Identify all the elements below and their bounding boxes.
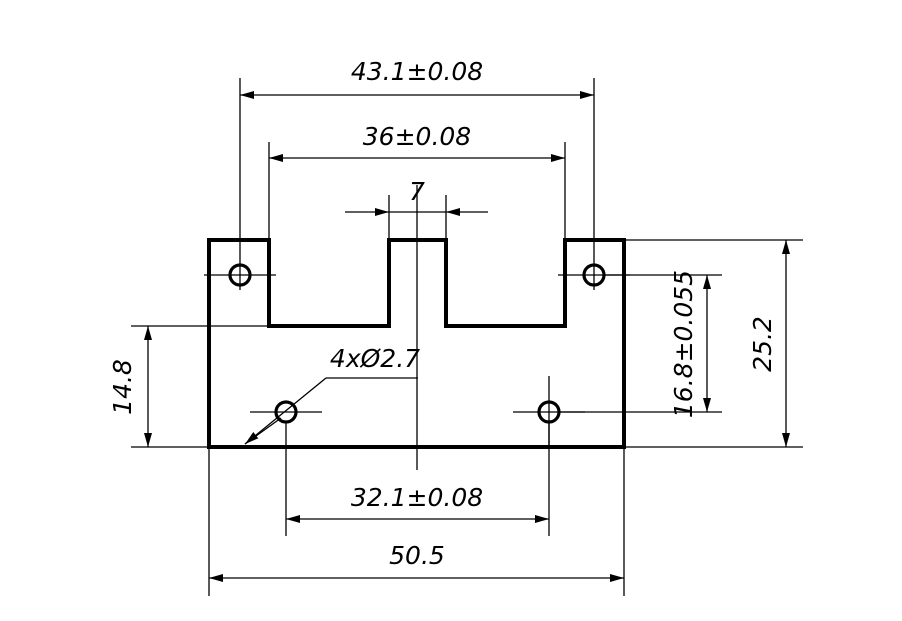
dim-text-overall-width: 50.5 <box>389 541 445 570</box>
dim-text-overall-top: 43.1±0.08 <box>351 57 483 86</box>
dim-text-hole-note: 4xØ2.7 <box>330 344 420 373</box>
dimension-lines <box>144 91 790 582</box>
dim-text-left-height: 14.8 <box>108 359 137 415</box>
dim-text-right-total: 25.2 <box>748 316 777 372</box>
dim-text-hole-spacing: 32.1±0.08 <box>351 483 483 512</box>
dim-text-slot-width: 7 <box>409 177 425 206</box>
extension-lines <box>131 78 803 596</box>
dim-text-inner-top: 36±0.08 <box>363 122 471 151</box>
dim-text-right-inner: 16.8±0.055 <box>669 270 698 418</box>
